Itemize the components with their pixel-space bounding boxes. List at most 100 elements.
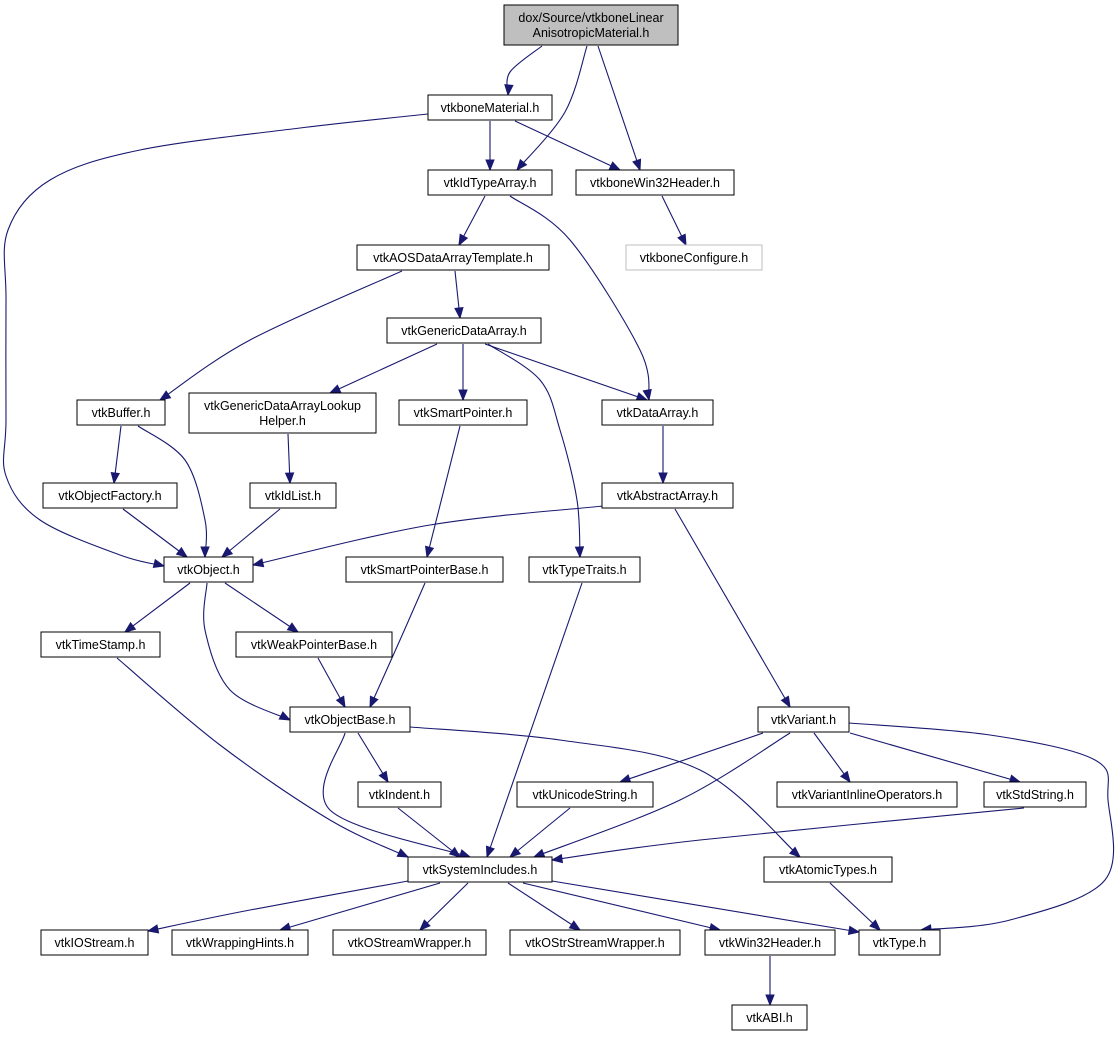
node-object[interactable]: vtkObject.h <box>163 556 254 583</box>
node-wrapping[interactable]: vtkWrappingHints.h <box>171 929 309 956</box>
node-box <box>575 169 735 196</box>
node-box <box>42 482 178 509</box>
nodes-layer: dox/Source/vtkboneLinearAnisotropicMater… <box>40 4 1087 1031</box>
node-box <box>528 556 641 583</box>
edge-root-to-idtypearray <box>516 45 588 172</box>
edge-line <box>849 732 1021 783</box>
node-material[interactable]: vtkboneMaterial.h <box>427 94 553 121</box>
arrowhead-icon <box>765 994 775 1007</box>
arrowhead-icon <box>458 389 468 402</box>
edge-variant-to-type <box>848 722 1115 934</box>
node-box <box>516 781 654 808</box>
edge-sysincludes-to-type <box>551 880 861 935</box>
edge-timestamp-to-sysincludes <box>116 657 410 858</box>
node-abstractarray[interactable]: vtkAbstractArray.h <box>601 482 734 509</box>
edge-idlist-to-object <box>220 508 281 558</box>
node-type[interactable]: vtkType.h <box>858 929 941 956</box>
node-box <box>625 244 763 271</box>
node-label: vtkAtomicTypes.h <box>779 863 877 877</box>
node-timestamp[interactable]: vtkTimeStamp.h <box>40 631 161 658</box>
node-label: vtkIdTypeArray.h <box>444 176 537 190</box>
edge-line <box>597 45 641 171</box>
node-box <box>356 244 550 271</box>
node-typetraits[interactable]: vtkTypeTraits.h <box>528 556 641 583</box>
arrowhead-icon <box>516 158 528 172</box>
arrowhead-icon <box>146 924 160 934</box>
node-weakptr[interactable]: vtkWeakPointerBase.h <box>235 631 393 658</box>
node-unicode[interactable]: vtkUnicodeString.h <box>516 781 654 808</box>
edge-line <box>2 113 429 567</box>
node-ostream[interactable]: vtkOStreamWrapper.h <box>332 929 487 956</box>
edge-weakptr-to-objectbase <box>317 657 346 709</box>
edge-aos-to-generic <box>454 270 464 320</box>
arrowhead-icon <box>284 472 295 485</box>
node-label: vtkType.h <box>873 936 927 950</box>
node-win32[interactable]: vtkWin32Header.h <box>704 929 836 956</box>
edge-object-to-timestamp <box>123 582 191 633</box>
arrowhead-icon <box>568 920 582 931</box>
node-objfactory[interactable]: vtkObjectFactory.h <box>42 482 178 509</box>
node-stdstring[interactable]: vtkStdString.h <box>983 781 1087 808</box>
node-ostrstream[interactable]: vtkOStrStreamWrapper.h <box>509 929 681 956</box>
arrowhead-icon <box>658 472 668 485</box>
node-label: vtkTimeStamp.h <box>56 638 146 652</box>
edge-smartptr-to-smartptrbase <box>424 425 461 559</box>
node-dataarray[interactable]: vtkDataArray.h <box>601 399 714 426</box>
node-label: vtkGenericDataArray.h <box>401 324 527 338</box>
arrowhead-icon <box>419 919 431 931</box>
node-smartptrbase[interactable]: vtkSmartPointerBase.h <box>345 556 504 583</box>
node-indent[interactable]: vtkIndent.h <box>357 781 442 808</box>
node-atomic[interactable]: vtkAtomicTypes.h <box>763 856 893 883</box>
edge-abstractarray-to-variant <box>674 508 791 709</box>
node-aos[interactable]: vtkAOSDataArrayTemplate.h <box>356 244 550 271</box>
node-sysincludes[interactable]: vtkSystemIncludes.h <box>407 856 553 883</box>
edge-line <box>426 425 461 558</box>
edge-stdstring-to-sysincludes <box>550 807 1025 864</box>
node-label: vtkIdList.h <box>265 489 321 503</box>
edge-line <box>369 582 426 708</box>
node-label: vtkObject.h <box>177 563 240 577</box>
arrowhead-icon <box>286 622 300 633</box>
node-idlist[interactable]: vtkIdList.h <box>249 482 337 509</box>
edge-line <box>509 807 571 858</box>
node-abi[interactable]: vtkABI.h <box>731 1004 808 1031</box>
node-smartptr[interactable]: vtkSmartPointer.h <box>398 399 528 426</box>
node-box <box>427 94 553 121</box>
node-box <box>731 1004 808 1031</box>
node-variantops[interactable]: vtkVariantInlineOperators.h <box>776 781 958 808</box>
arrowhead-icon <box>458 233 469 247</box>
arrowhead-icon <box>485 845 495 859</box>
edge-buffer-to-objfactory <box>110 425 122 485</box>
node-iostream[interactable]: vtkIOStream.h <box>40 929 149 956</box>
node-root[interactable]: dox/Source/vtkboneLinearAnisotropicMater… <box>503 4 679 46</box>
node-generic[interactable]: vtkGenericDataArray.h <box>386 317 542 344</box>
node-label: vtkStdString.h <box>996 788 1074 802</box>
edge-root-to-win32bone <box>597 45 642 172</box>
edge-variant-to-unicode <box>618 732 764 784</box>
node-label: vtkAOSDataArrayTemplate.h <box>373 251 533 265</box>
edge-line <box>122 508 188 558</box>
node-label: vtkOStreamWrapper.h <box>348 936 471 950</box>
edge-line <box>514 120 621 171</box>
arrowhead-icon <box>378 770 389 784</box>
node-win32bone[interactable]: vtkboneWin32Header.h <box>575 169 735 196</box>
arrowhead-icon <box>424 545 435 559</box>
edge-line <box>516 45 588 171</box>
edge-win32-to-abi <box>765 956 775 1007</box>
edge-indent-to-sysincludes <box>397 807 462 858</box>
edge-atomic-to-type <box>829 882 881 931</box>
node-objectbase[interactable]: vtkObjectBase.h <box>289 706 411 733</box>
node-variant[interactable]: vtkVariant.h <box>757 706 850 733</box>
node-box <box>858 929 941 956</box>
edge-line <box>221 508 281 558</box>
edge-smartptrbase-to-objectbase <box>369 582 426 709</box>
node-label: vtkIndent.h <box>369 788 430 802</box>
arrowhead-icon <box>123 621 137 633</box>
arrowhead-icon <box>110 472 120 485</box>
edge-line <box>507 882 581 931</box>
node-buffer[interactable]: vtkBuffer.h <box>76 399 166 426</box>
node-boneconfigure[interactable]: vtkboneConfigure.h <box>625 244 763 271</box>
arrowhead-icon <box>251 558 265 568</box>
node-idtypearray[interactable]: vtkIdTypeArray.h <box>427 169 553 196</box>
